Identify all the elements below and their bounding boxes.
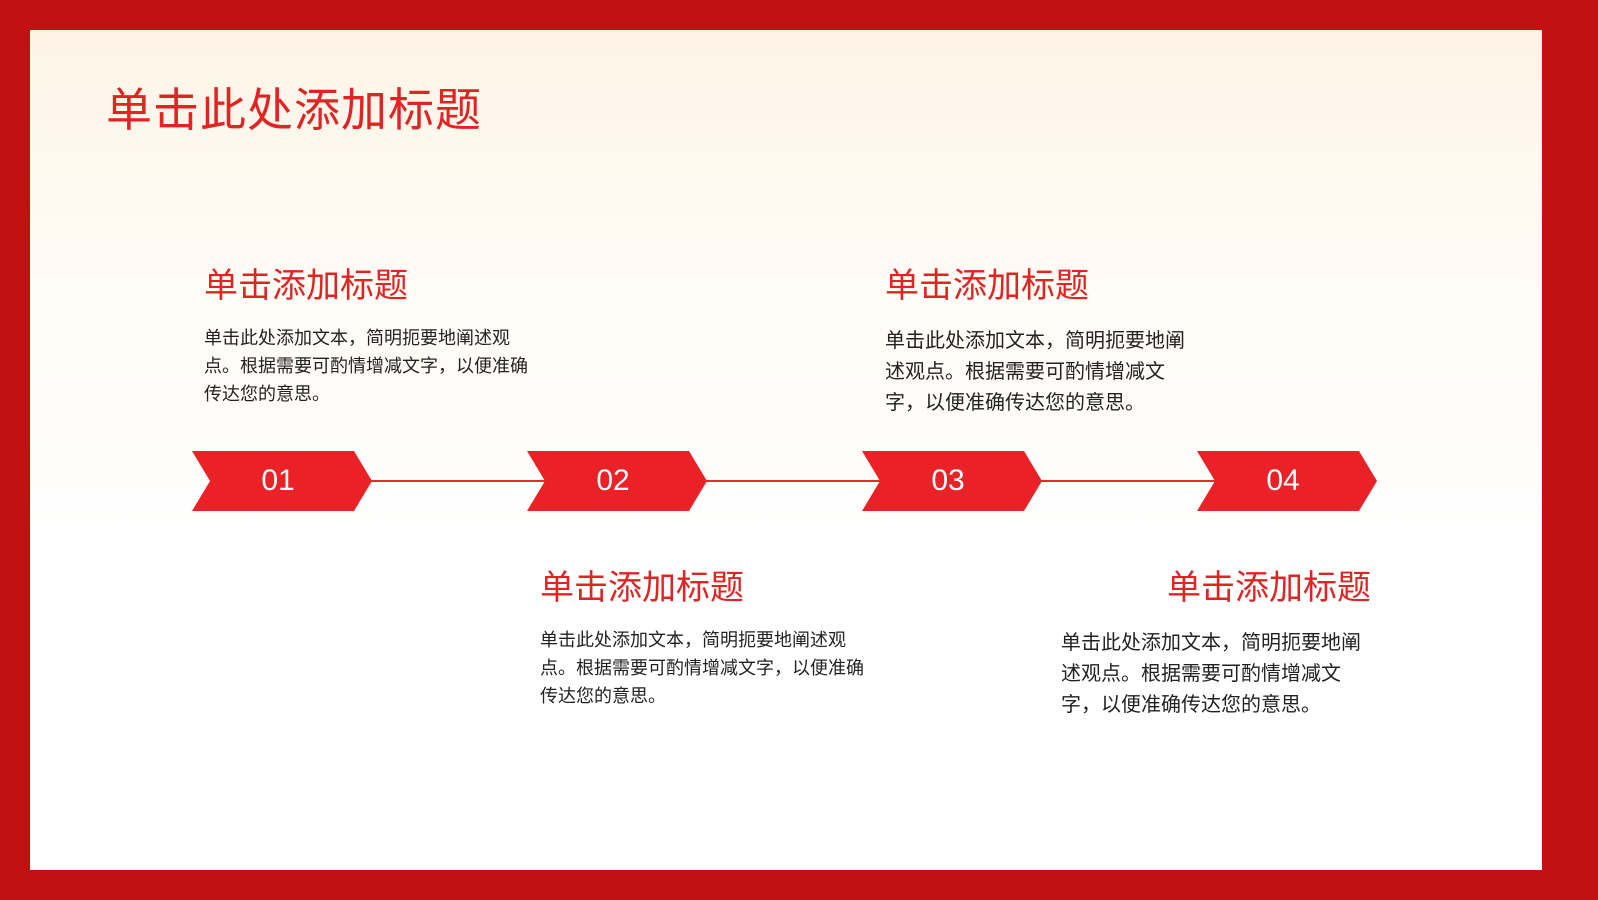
step-title-03[interactable]: 单击添加标题 xyxy=(885,266,1089,306)
step-badge-02: 02 xyxy=(527,451,707,511)
step-number-04: 04 xyxy=(1266,464,1300,497)
step-card-04: 单击添加标题 单击此处添加文本，简明扼要地阐述观点。根据需要可酌情增减文字，以便… xyxy=(1061,560,1371,720)
step-badge-04: 04 xyxy=(1197,451,1377,511)
step-badge-03: 03 xyxy=(862,451,1042,511)
timeline-connector-line xyxy=(220,480,1370,482)
step-text-03[interactable]: 单击此处添加文本，简明扼要地阐述观点。根据需要可酌情增减文字，以便准确传达您的意… xyxy=(885,328,1185,414)
step-text-01[interactable]: 单击此处添加文本，简明扼要地阐述观点。根据需要可酌情增减文字，以便准确传达您的意… xyxy=(204,328,528,405)
step-badge-01: 01 xyxy=(192,451,372,511)
step-text-04[interactable]: 单击此处添加文本，简明扼要地阐述观点。根据需要可酌情增减文字，以便准确传达您的意… xyxy=(1061,630,1361,716)
step-card-03: 单击添加标题 单击此处添加文本，简明扼要地阐述观点。根据需要可酌情增减文字，以便… xyxy=(885,258,1195,418)
step-number-02: 02 xyxy=(596,464,630,497)
step-number-01: 01 xyxy=(261,464,295,497)
step-card-02: 单击添加标题 单击此处添加文本，简明扼要地阐述观点。根据需要可酌情增减文字，以便… xyxy=(540,560,870,711)
step-card-01: 单击添加标题 单击此处添加文本，简明扼要地阐述观点。根据需要可酌情增减文字，以便… xyxy=(204,258,534,409)
step-text-02[interactable]: 单击此处添加文本，简明扼要地阐述观点。根据需要可酌情增减文字，以便准确传达您的意… xyxy=(540,630,864,707)
page-title[interactable]: 单击此处添加标题 xyxy=(106,83,482,137)
slide-canvas: 单击此处添加标题 01 02 03 04 单击添加标题 单击此处添加文本，简明扼… xyxy=(30,30,1542,870)
step-title-01[interactable]: 单击添加标题 xyxy=(204,266,408,306)
step-title-02[interactable]: 单击添加标题 xyxy=(540,568,744,608)
step-title-04[interactable]: 单击添加标题 xyxy=(1167,568,1371,608)
step-number-03: 03 xyxy=(931,464,965,497)
